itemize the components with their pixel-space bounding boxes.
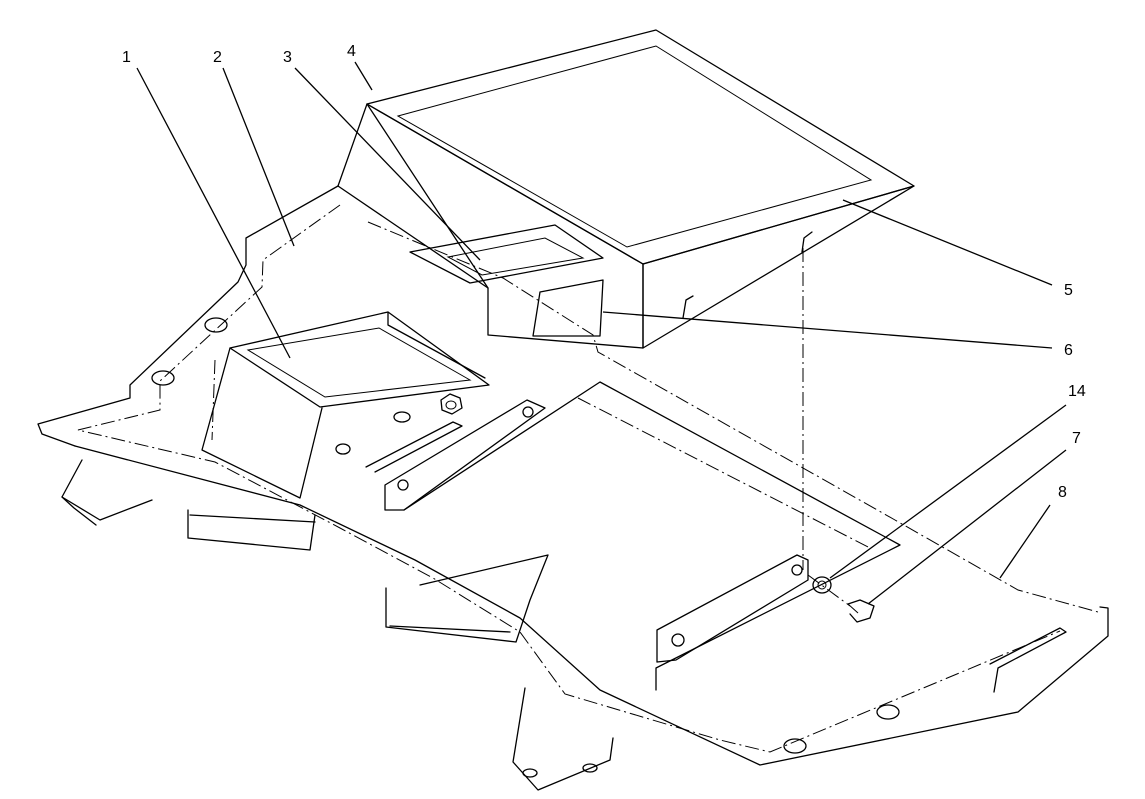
part-7-bolt — [847, 599, 875, 623]
part-bracket-right — [656, 554, 809, 663]
part-hardware-cluster — [335, 393, 463, 473]
callout-3: 3 — [283, 49, 292, 66]
callout-7: 7 — [1072, 430, 1081, 447]
callout-1: 1 — [122, 49, 131, 66]
part-1-shield — [201, 311, 490, 499]
callout-14: 14 — [1068, 383, 1086, 400]
callout-labels: 1 2 3 4 5 6 14 7 8 — [122, 43, 1086, 501]
assembly-axis-line-bolt — [807, 574, 851, 607]
part-floor-panel — [403, 381, 901, 691]
callout-4: 4 — [347, 43, 356, 60]
callout-8: 8 — [1058, 484, 1067, 501]
callout-5: 5 — [1064, 282, 1073, 299]
part-3-decal — [409, 224, 604, 284]
part-4-top-box — [337, 29, 915, 349]
part-bracket-left — [384, 399, 546, 511]
leader-lines — [136, 61, 1067, 605]
part-clips — [682, 231, 813, 319]
callout-2: 2 — [213, 49, 222, 66]
part-2-frame — [37, 185, 1109, 766]
callout-6: 6 — [1064, 342, 1073, 359]
part-14-washer — [812, 576, 832, 594]
part-6-decal — [532, 279, 604, 337]
part-mounting-tabs — [61, 459, 614, 791]
